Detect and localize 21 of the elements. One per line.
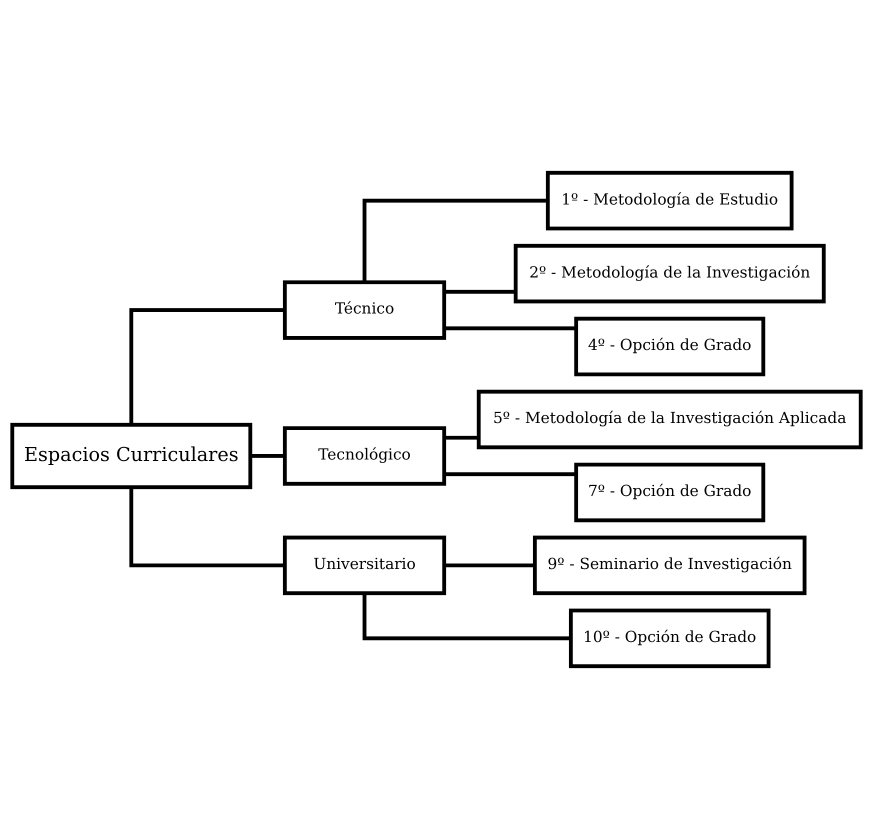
node-box: 10º - Opción de Grado bbox=[568, 608, 770, 668]
node-box: Tecnológico bbox=[282, 426, 446, 486]
node-box: Universitario bbox=[282, 535, 446, 595]
connector bbox=[444, 289, 516, 294]
node-box: 4º - Opción de Grado bbox=[574, 316, 766, 376]
connector bbox=[444, 562, 535, 567]
connector bbox=[362, 198, 548, 282]
connector bbox=[362, 592, 571, 640]
connector bbox=[444, 472, 576, 476]
node-box: 9º - Seminario de Investigación bbox=[532, 535, 806, 595]
connector bbox=[129, 486, 285, 567]
node-box: 1º - Metodología de Estudio bbox=[546, 170, 794, 230]
node-box: 5º - Metodología de la Investigación Aplicada bbox=[476, 389, 863, 449]
node-box: Espacios Curriculares bbox=[10, 422, 252, 489]
node-box: 7º - Opción de Grado bbox=[574, 462, 766, 522]
node-box: Técnico bbox=[282, 280, 446, 340]
connector bbox=[250, 454, 285, 458]
connector bbox=[129, 308, 285, 424]
connector bbox=[444, 435, 478, 440]
connector bbox=[444, 326, 576, 330]
node-box: 2º - Metodología de la Investigación bbox=[514, 243, 826, 303]
